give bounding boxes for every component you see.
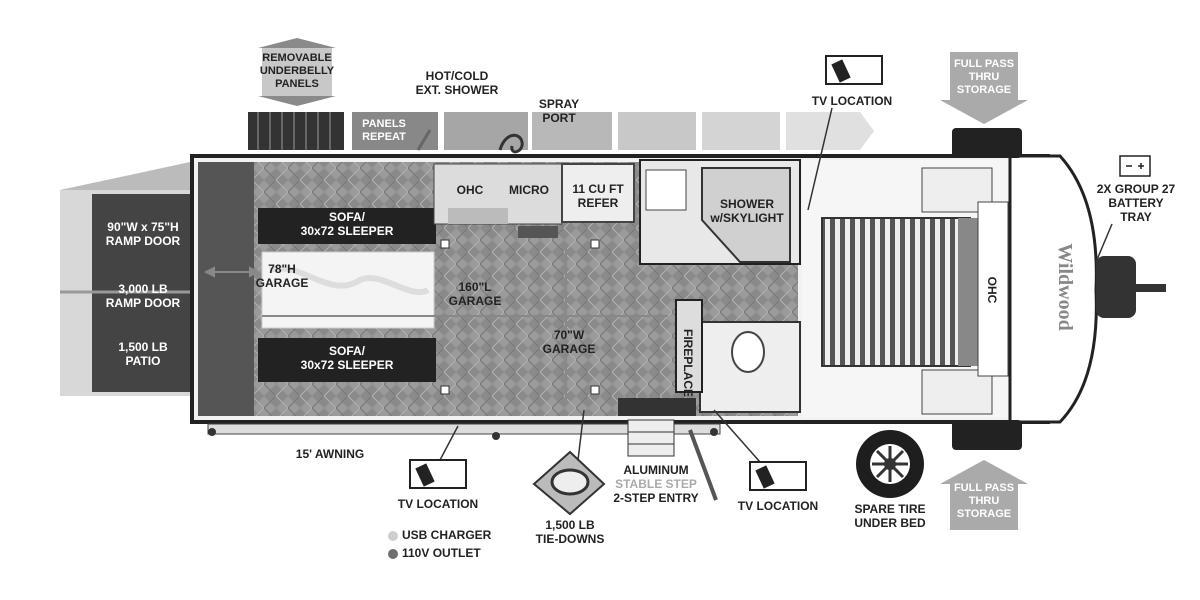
bedroom: [802, 160, 1008, 418]
tv-icon-top: [825, 55, 883, 85]
battery-icon: [1119, 155, 1151, 177]
kitchen-counter: [433, 163, 635, 238]
awning-bar: [207, 423, 721, 440]
entry-steps: [627, 419, 718, 501]
legend-item-outlet: 110V OUTLET: [386, 546, 526, 562]
legend-outlet-label: 110V OUTLET: [402, 546, 481, 560]
legend-usb-label: USB CHARGER: [402, 528, 492, 542]
patio-label: 1,500 LB PATIO: [118, 340, 168, 368]
spray-port-label: SPRAY PORT: [538, 97, 580, 125]
ohc-bedroom-label: OHC: [985, 276, 999, 304]
awning-label: 15' AWNING: [295, 447, 365, 461]
ext-shower-label: HOT/COLD EXT. SHOWER: [415, 69, 499, 97]
pass-thru-arrow-bottom-icon: [940, 460, 1028, 530]
step-label-line3: 2-STEP ENTRY: [613, 491, 699, 505]
pass-thru-top-label: FULL PASS THRU STORAGE: [953, 58, 1015, 96]
underbelly-label: REMOVABLE UNDERBELLY PANELS: [259, 52, 335, 90]
fireplace-unit: [675, 299, 703, 393]
bedroom-ohc: [977, 201, 1009, 377]
panels-repeat-label: PANELS REPEAT: [362, 118, 406, 143]
garage-width-label: 70"W GARAGE: [542, 328, 596, 356]
shower-label: SHOWER w/SKYLIGHT: [710, 197, 784, 225]
underbelly-panels: [248, 112, 874, 150]
step-label-line1: ALUMINUM: [623, 463, 689, 477]
tv-location-top-label: TV LOCATION: [811, 94, 893, 108]
tv-icon-left: [409, 459, 467, 489]
fireplace-label: FIREPLACE: [681, 328, 695, 397]
shower-hose-icon: [416, 129, 524, 154]
dimension-lines: [203, 244, 668, 400]
micro-label: MICRO: [509, 183, 549, 197]
brand-logo: Wildwood: [1054, 243, 1076, 331]
ramp-door-size-label: 90"W x 75"H RAMP DOOR: [105, 220, 181, 248]
bathroom: [618, 159, 801, 416]
underbelly-arrow-icon: [258, 38, 336, 106]
sofa-top-label: SOFA/ 30x72 SLEEPER: [300, 210, 394, 238]
tv-location-left-label: TV LOCATION: [397, 497, 479, 511]
tie-down-plate-icon: [532, 450, 606, 516]
spare-tire-label: SPARE TIRE UNDER BED: [854, 502, 926, 530]
pass-thru-arrow-top-icon: [940, 52, 1028, 124]
leader-lines: [439, 107, 1113, 463]
outlet-dot-icon: [388, 549, 398, 559]
tie-downs-label: 1,500 LB TIE-DOWNS: [535, 518, 605, 546]
battery-tray-label: 2X GROUP 27 BATTERY TRAY: [1096, 182, 1176, 224]
spare-tire-icon: [856, 430, 924, 498]
legend-item-usb: USB CHARGER: [386, 528, 526, 544]
ramp-door: [60, 162, 192, 396]
ohc-kitchen-label: OHC: [456, 183, 484, 197]
usb-dot-icon: [388, 531, 398, 541]
step-label-line2: STABLE STEP: [615, 477, 697, 491]
garage-height-label: 78"H GARAGE: [255, 262, 309, 290]
sofa-bottom-label: SOFA/ 30x72 SLEEPER: [300, 344, 394, 372]
refer-label: 11 CU FT REFER: [572, 182, 624, 210]
pass-thru-bottom-label: FULL PASS THRU STORAGE: [953, 482, 1015, 520]
tie-down-points: [440, 239, 600, 395]
legend: USB CHARGER 110V OUTLET: [386, 528, 526, 568]
tv-location-right-label: TV LOCATION: [737, 499, 819, 513]
tv-icon-right: [749, 461, 807, 491]
ramp-door-weight-label: 3,000 LB RAMP DOOR: [105, 282, 181, 310]
garage-length-label: 160"L GARAGE: [448, 280, 502, 308]
